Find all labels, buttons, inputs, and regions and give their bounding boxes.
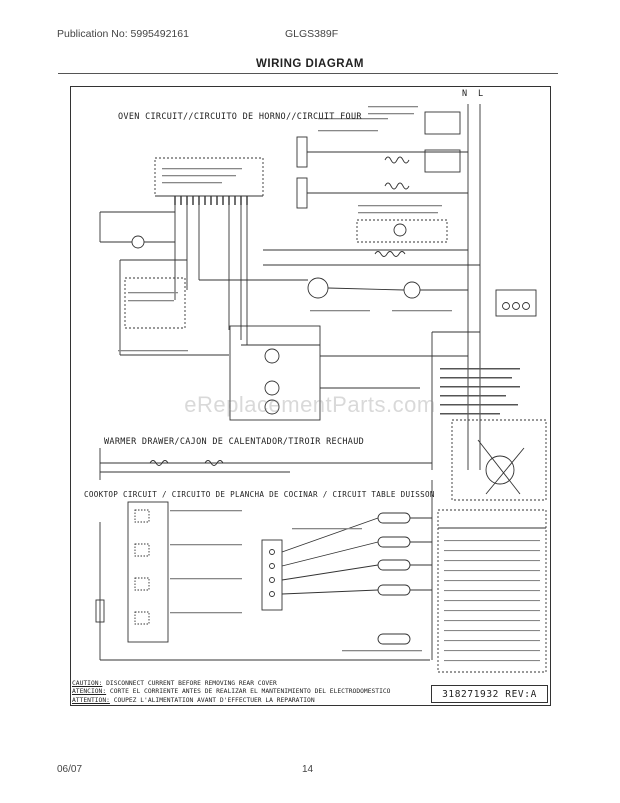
- diagram-frame: [70, 86, 551, 706]
- header-rule: [58, 73, 558, 74]
- watermark: eReplacementParts.com: [184, 392, 436, 417]
- caution-text-fr: COUPEZ L'ALIMENTATION AVANT D'EFFECTUER …: [109, 696, 315, 704]
- footer-page-number: 14: [302, 764, 314, 775]
- footer-date: 06/07: [57, 764, 83, 775]
- publication-number: Publication No: 5995492161: [57, 28, 189, 40]
- caution-label-fr: ATTENTION:: [72, 696, 110, 704]
- model-number: GLGS389F: [285, 28, 339, 40]
- page-title: WIRING DIAGRAM: [256, 58, 364, 70]
- caution-text-es: CORTE EL CORRIENTE ANTES DE REALIZAR EL …: [106, 688, 391, 696]
- supply-label-n: N: [462, 89, 468, 99]
- caution-label-en: CAUTION:: [72, 680, 103, 687]
- revision-box: 318271932 REV:A: [431, 685, 548, 703]
- oven-circuit-heading: OVEN CIRCUIT//CIRCUITO DE HORNO//CIRCUIT…: [118, 112, 362, 122]
- caution-text-en: DISCONNECT CURRENT BEFORE REMOVING REAR …: [102, 680, 277, 687]
- caution-block: CAUTION: DISCONNECT CURRENT BEFORE REMOV…: [72, 680, 428, 705]
- caution-label-es: ATENCION:: [72, 688, 107, 696]
- cooktop-circuit-heading: COOKTOP CIRCUIT / CIRCUITO DE PLANCHA DE…: [84, 490, 435, 499]
- warmer-drawer-heading: WARMER DRAWER/CAJON DE CALENTADOR/TIROIR…: [104, 437, 365, 447]
- supply-label-l: L: [478, 89, 484, 99]
